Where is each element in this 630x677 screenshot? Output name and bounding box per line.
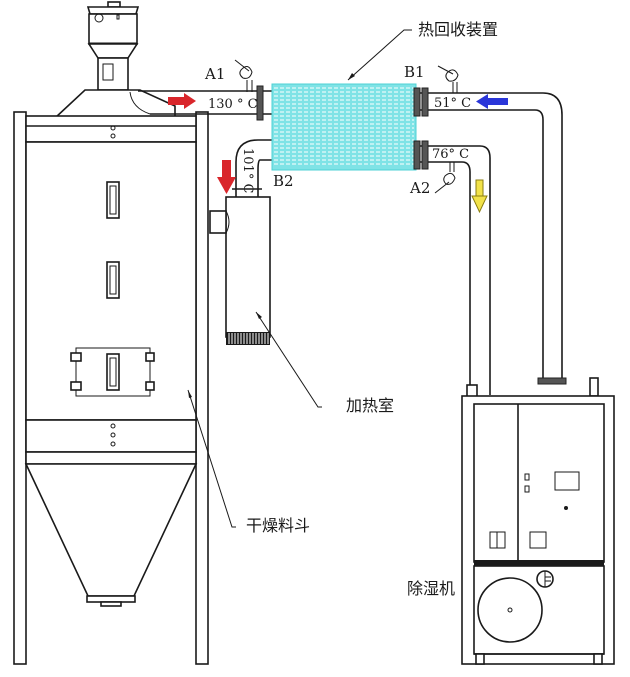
flow-arrow-down-red [217, 160, 236, 194]
heat-recovery-unit [271, 83, 421, 171]
pipe-b1 [416, 65, 567, 385]
port-label-b2: B2 [273, 172, 294, 190]
port-label-a2: A2 [409, 179, 430, 197]
dehumidifier [461, 377, 615, 665]
drying-hopper [13, 1, 209, 665]
heating-chamber [209, 196, 271, 345]
pipe-a2 [416, 140, 491, 395]
temperature-a2: 76° C [432, 147, 469, 162]
pipe-b2 [232, 139, 272, 197]
sight-glass [106, 261, 120, 299]
label-heating-chamber: 加热室 [346, 396, 394, 415]
port-label-b1: B1 [404, 63, 425, 81]
hopper-loader [86, 1, 140, 91]
hopper-leg-right [195, 111, 209, 665]
temperature-a1: 130 ° C [208, 97, 258, 112]
port-label-a1: A1 [204, 65, 225, 83]
leader-drying-hopper [187, 389, 236, 528]
label-dehumidifier: 除湿机 [407, 579, 455, 598]
blower-fan [477, 577, 543, 643]
flange-a2 [413, 140, 421, 170]
temperature-b1: 51° C [434, 96, 471, 111]
sight-glass [106, 181, 120, 219]
label-heat-recovery: 热回收装置 [418, 20, 498, 39]
hopper-leg-left [13, 111, 27, 665]
pipe-a1 [138, 59, 272, 121]
control-display [554, 471, 580, 491]
heater-fins [226, 332, 270, 345]
flow-arrow-down-yellow [471, 179, 488, 214]
leader-heat-recovery [347, 29, 412, 81]
flow-arrow-left [476, 94, 508, 109]
inspection-door [70, 347, 155, 397]
label-drying-hopper: 干燥料斗 [246, 516, 310, 535]
flange-b1 [413, 87, 421, 117]
temperature-b2: 101° C [240, 148, 255, 193]
leader-heating-chamber [255, 311, 322, 408]
flow-arrow-right [168, 93, 196, 109]
